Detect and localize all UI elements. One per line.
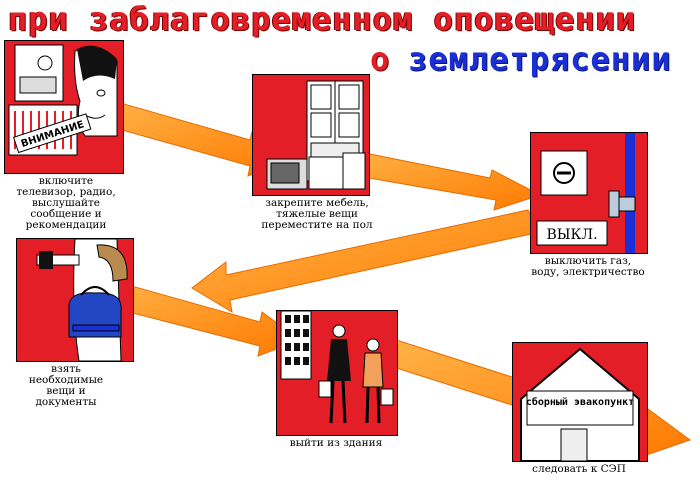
assembly-sign-text: сборный эвакопункт: [526, 396, 634, 408]
step-caption-utilities: выключить газ, воду, электричество: [531, 255, 645, 278]
step-panel-announcement: ВНИМАНИЕ: [4, 40, 124, 174]
step-panel-utilities: ВЫКЛ.: [530, 132, 648, 254]
title-line-2-prefix: о: [370, 40, 391, 78]
step-caption-assembly-point: следовать к СЭП: [532, 463, 626, 475]
step-panel-furniture: [252, 74, 370, 196]
title-line-2: землетрясении: [408, 40, 672, 78]
step-caption-leave-building: выйти из здания: [289, 437, 383, 449]
arrow-2: [345, 149, 542, 211]
off-switch-label: ВЫКЛ.: [546, 227, 597, 243]
arrow-3: [191, 209, 541, 313]
step-caption-furniture: закрепите мебель, тяжелые вещи перемести…: [261, 197, 373, 231]
step-panel-assembly-point: сборный эвакопункт: [512, 342, 648, 462]
step-panel-documents: [16, 238, 134, 362]
step-caption-announcement: включите телевизор, радио, выслушайте со…: [16, 175, 116, 231]
step-panel-leave-building: [276, 310, 398, 436]
step-caption-documents: взять необходимые вещи и документы: [28, 363, 104, 408]
title-line-1: при заблаговременном оповещении: [8, 0, 637, 38]
